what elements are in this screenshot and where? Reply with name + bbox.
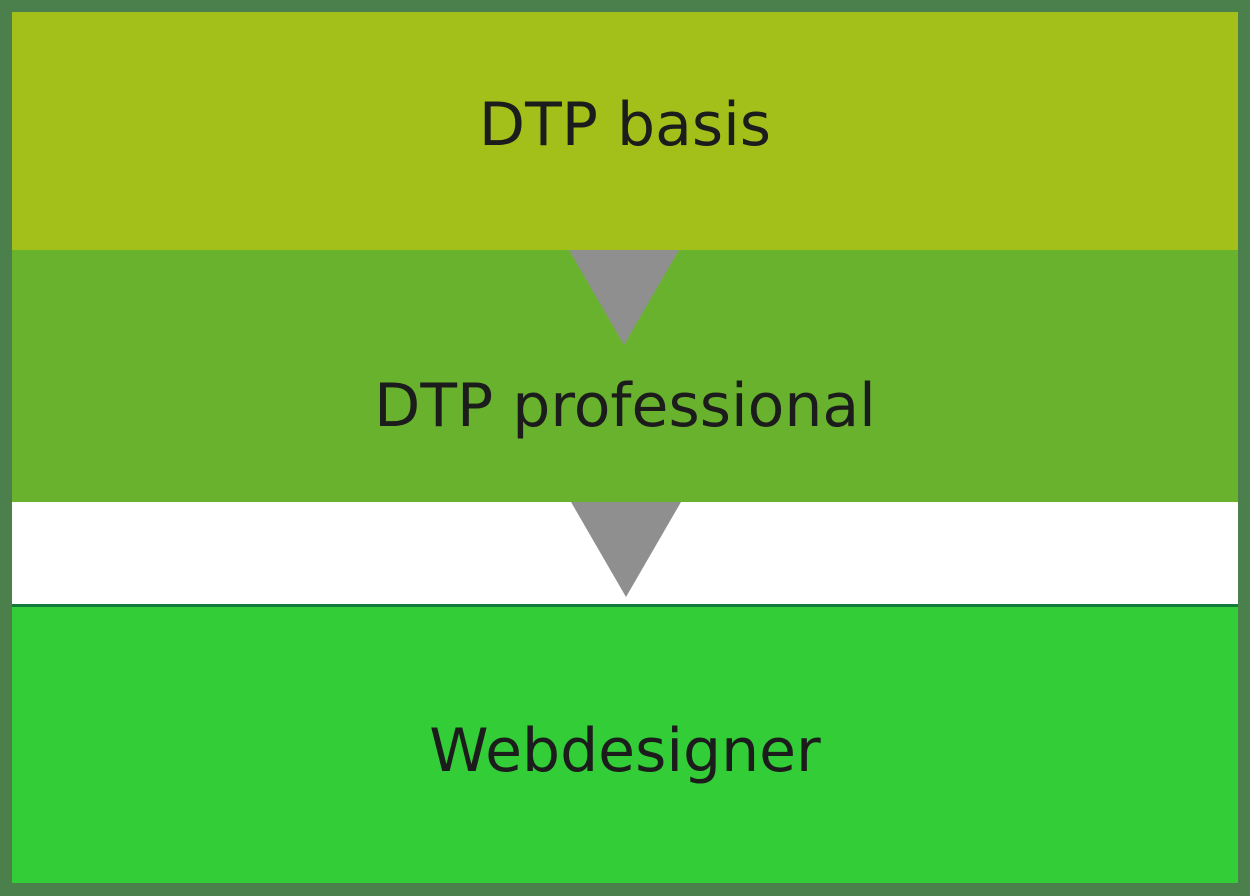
step-label: Webdesigner <box>429 716 821 786</box>
divider-line <box>12 604 1238 607</box>
step-dtp-basis: DTP basis <box>12 12 1238 250</box>
down-arrow-icon <box>569 250 679 345</box>
down-arrow-icon <box>571 502 681 597</box>
step-label: DTP basis <box>478 90 772 160</box>
step-webdesigner: Webdesigner <box>12 607 1238 883</box>
step-label: DTP professional <box>374 371 876 441</box>
